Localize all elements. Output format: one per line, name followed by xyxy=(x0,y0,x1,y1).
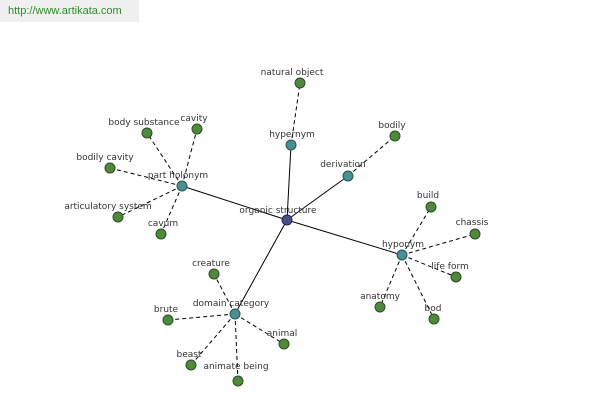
label-anatomy: anatomy xyxy=(360,292,401,302)
edge-part-holonym-body-substance xyxy=(146,132,183,187)
node-build[interactable] xyxy=(425,201,437,213)
edge-hyponym-build xyxy=(401,206,432,256)
label-brute: brute xyxy=(154,305,179,315)
source-link[interactable]: http://www.artikata.com xyxy=(0,0,139,22)
edge-part-holonym-cavity xyxy=(181,128,198,187)
label-animal: animal xyxy=(267,329,298,339)
label-animate-being: animate being xyxy=(203,362,268,372)
label-derivation: derivation xyxy=(320,160,366,170)
label-chassis: chassis xyxy=(456,218,489,228)
edge-root-hypernym xyxy=(286,144,292,221)
label-body-substance: body substance xyxy=(108,118,180,128)
node-hypernym[interactable] xyxy=(285,139,297,151)
edge-domain-category-beast xyxy=(190,313,236,366)
label-bodily: bodily xyxy=(378,121,406,131)
edge-part-holonym-bodily-cavity xyxy=(109,167,183,187)
label-bod: bod xyxy=(425,304,442,314)
edge-hypernym-natural-object xyxy=(290,82,301,146)
label-creature: creature xyxy=(192,259,230,269)
edge-root-hyponym xyxy=(286,219,403,256)
node-root[interactable] xyxy=(281,214,293,226)
relation-nodes xyxy=(176,139,408,320)
relation-edges xyxy=(181,144,403,315)
node-bod[interactable] xyxy=(428,313,440,325)
label-natural-object: natural object xyxy=(261,68,324,78)
node-beast[interactable] xyxy=(185,359,197,371)
node-brute[interactable] xyxy=(162,314,174,326)
edge-domain-category-animal xyxy=(234,313,285,345)
node-animal[interactable] xyxy=(278,338,290,350)
node-bodily[interactable] xyxy=(389,130,401,142)
node-labels: organic structure hypernym derivation pa… xyxy=(64,68,488,372)
node-part-holonym[interactable] xyxy=(176,180,188,192)
node-natural-object[interactable] xyxy=(294,77,306,89)
edge-part-holonym-articulatory-system xyxy=(117,185,183,218)
node-life-form[interactable] xyxy=(450,271,462,283)
label-life-form: life form xyxy=(431,262,469,272)
node-cavity[interactable] xyxy=(191,123,203,135)
label-part-holonym: part holonym xyxy=(148,171,208,181)
node-articulatory-system[interactable] xyxy=(112,211,124,223)
label-build: build xyxy=(417,191,439,201)
node-chassis[interactable] xyxy=(469,228,481,240)
node-domain-category[interactable] xyxy=(229,308,241,320)
edge-hyponym-chassis xyxy=(401,233,476,256)
node-creature[interactable] xyxy=(208,268,220,280)
node-body-substance[interactable] xyxy=(141,127,153,139)
edge-hyponym-bod xyxy=(401,254,435,320)
node-anatomy[interactable] xyxy=(374,301,386,313)
edge-part-holonym-cavum xyxy=(160,185,183,235)
label-articulatory-system: articulatory system xyxy=(64,202,151,212)
label-hypernym: hypernym xyxy=(269,130,315,140)
edge-hyponym-anatomy xyxy=(379,254,403,308)
node-animate-being[interactable] xyxy=(232,375,244,387)
edge-derivation-bodily xyxy=(347,135,396,177)
node-hyponym[interactable] xyxy=(396,249,408,261)
edge-root-part-holonym xyxy=(181,185,288,221)
edge-root-derivation xyxy=(286,175,349,221)
edge-domain-category-brute xyxy=(167,313,236,321)
edge-hyponym-life-form xyxy=(401,254,457,278)
term-nodes xyxy=(104,77,481,387)
label-domain-category: domain category xyxy=(193,299,270,309)
node-cavum[interactable] xyxy=(155,228,167,240)
node-bodily-cavity[interactable] xyxy=(104,162,116,174)
edge-domain-category-creature xyxy=(213,273,236,315)
label-cavity: cavity xyxy=(180,114,208,124)
node-derivation[interactable] xyxy=(342,170,354,182)
label-cavum: cavum xyxy=(148,219,178,229)
label-hyponym: hyponym xyxy=(382,240,424,250)
term-edges xyxy=(109,82,476,382)
edge-root-domain-category xyxy=(234,219,288,315)
label-root: organic structure xyxy=(239,206,317,216)
label-bodily-cavity: bodily cavity xyxy=(76,153,134,163)
label-beast: beast xyxy=(177,350,202,360)
